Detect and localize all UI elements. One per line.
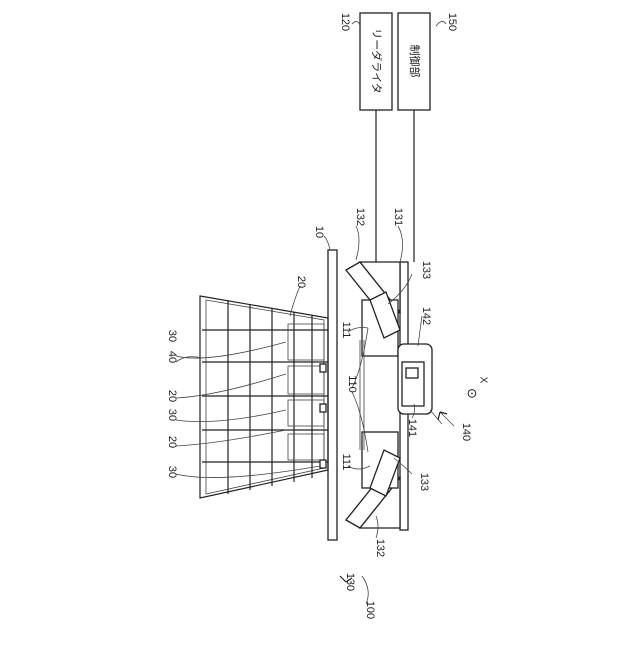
- arrow-140: [438, 412, 447, 420]
- label-150: 150: [446, 13, 458, 31]
- label-40: 40: [166, 351, 178, 363]
- leader-130: [362, 576, 368, 604]
- leader-20-top: [290, 286, 300, 316]
- controller-label: 制御部: [408, 45, 422, 78]
- label-132-b: 132: [374, 539, 386, 557]
- axis-symbol: ⊙: [467, 385, 478, 400]
- label-133-a: 133: [420, 261, 432, 279]
- label-111-a: 111: [340, 322, 352, 339]
- label-20-c: 20: [166, 436, 178, 448]
- label-20-top: 20: [295, 276, 307, 288]
- label-120: 120: [339, 13, 351, 31]
- leader-30-c: [176, 466, 320, 478]
- leader-132-a: [356, 226, 359, 260]
- leader-150: [436, 21, 446, 26]
- leader-120: [352, 21, 360, 26]
- label-142: 142: [420, 307, 432, 325]
- leader-30-b: [176, 410, 286, 422]
- reader-writer-box: リーダライタ: [360, 13, 392, 110]
- label-141: 141: [406, 419, 418, 437]
- leader-20-a: [176, 374, 286, 398]
- axis-x-label: X: [477, 377, 488, 384]
- label-130: 130: [344, 573, 356, 591]
- leader-40: [176, 357, 202, 362]
- label-140: 140: [460, 423, 472, 441]
- label-30-a: 30: [166, 330, 178, 342]
- label-110: 110: [346, 375, 358, 393]
- conveyor-plate: [328, 250, 337, 540]
- reader-writer-label: リーダライタ: [370, 28, 384, 94]
- label-30-c: 30: [166, 466, 178, 478]
- controller-box: 制御部: [398, 13, 430, 110]
- label-133-b: 133: [418, 473, 430, 491]
- label-131: 131: [392, 208, 404, 226]
- label-10: 10: [313, 226, 325, 238]
- label-30-b: 30: [166, 409, 178, 421]
- label-100: 100: [364, 601, 376, 619]
- leader-20-b: [176, 430, 286, 446]
- leader-131: [398, 226, 403, 262]
- label-132-a: 132: [354, 208, 366, 226]
- mover-unit: [398, 344, 442, 424]
- leader-30-a: [176, 342, 286, 358]
- label-20-b: 20: [166, 390, 178, 402]
- label-111-b: 111: [340, 454, 352, 471]
